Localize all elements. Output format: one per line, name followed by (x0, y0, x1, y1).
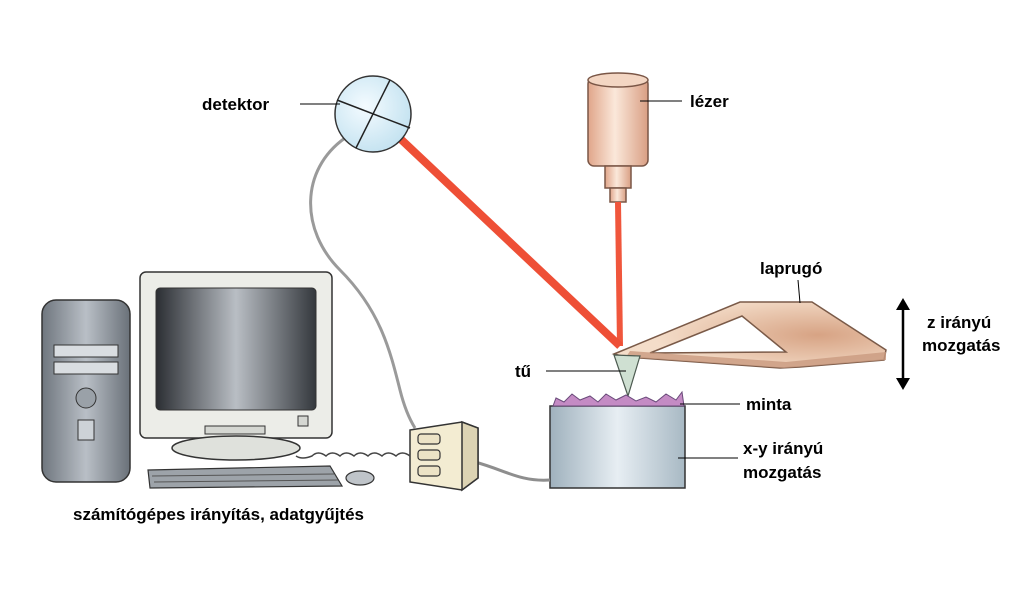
z-motion-arrow (896, 298, 910, 390)
monitor (139, 271, 333, 461)
tip-label: tű (515, 362, 531, 381)
stage-cable (474, 460, 551, 482)
z-motion-label-line1: z irányú (927, 313, 991, 332)
sample-label: minta (746, 395, 792, 414)
laser-label: lézer (690, 92, 729, 111)
xy-stage (549, 390, 686, 489)
z-motion-label-line2: mozgatás (922, 336, 1000, 355)
computer-tower (41, 299, 131, 483)
xy-motion-label-line2: mozgatás (743, 463, 821, 482)
cantilever-leader (797, 279, 801, 304)
computer-caption: számítógépes irányítás, adatgyűjtés (73, 505, 364, 524)
mouse (345, 470, 375, 486)
xy-motion-label-line1: x-y irányú (743, 439, 823, 458)
keyboard (147, 465, 344, 489)
computer-cable (295, 452, 411, 459)
laser-beam-incident (615, 201, 623, 347)
laser-source (587, 72, 649, 203)
control-box (409, 420, 479, 492)
laser-beam-reflected (369, 109, 623, 349)
detector-label: detektor (202, 95, 269, 114)
sample-surface (552, 390, 685, 407)
photodetector (334, 75, 412, 153)
probe-tip (613, 354, 641, 398)
detector-cable (309, 136, 417, 429)
cantilever (611, 301, 887, 369)
cantilever-label: laprugó (760, 259, 822, 278)
